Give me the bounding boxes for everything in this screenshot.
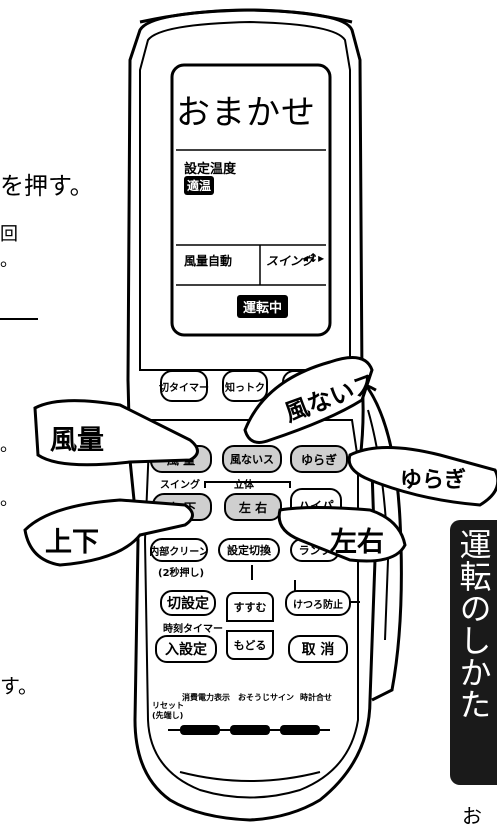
no-wind-button[interactable]: 風ないス [222, 445, 282, 473]
reset-sublabel: (先端し) [152, 711, 184, 720]
hand-yuragi-label: ゆらぎ [400, 468, 467, 493]
lcd-mode-text: おまかせ [176, 93, 316, 133]
inner-clean-note: (2秒押し) [158, 568, 205, 579]
power-display-label: 消費電力表示 [182, 693, 230, 702]
hand-leftright-label: 左右 [330, 527, 384, 558]
cleaning-sign-label: おそうじサイン [238, 693, 294, 702]
setting-switch-button[interactable]: 設定切換 [218, 538, 280, 562]
instruction-text-6: す。 [0, 674, 38, 698]
rittai-caption: 立体 [234, 480, 254, 491]
off-timer-button[interactable]: 切タイマー [159, 370, 209, 402]
instruction-text-3: 。 [0, 250, 18, 271]
timer-on-set-button[interactable]: 入設定 [155, 635, 217, 663]
timer-caption: 時刻タイマー [163, 624, 223, 635]
lcd-swing-label: スイング [266, 254, 315, 268]
instruction-text-2: 回 [0, 224, 18, 245]
susumu-button[interactable]: すすむ [226, 592, 274, 622]
chitekku-button[interactable]: 知っトク [222, 370, 268, 402]
lcd-set-temp-value: 適温 [184, 176, 215, 195]
swing-caption: スイング [160, 480, 200, 491]
divider-line [0, 318, 38, 320]
instruction-text-4: 。 [0, 435, 18, 456]
inner-clean-button[interactable]: 内部クリーン [149, 538, 209, 562]
condensation-prevent-button[interactable]: けつろ防止 [285, 590, 351, 616]
lcd-fan-label: 風量自動 [184, 254, 233, 268]
lcd-swing-arrows: ◂↕▸ [302, 251, 325, 265]
lcd-status: 運転中 [237, 295, 289, 318]
lcd-set-temp-label: 設定温度 [184, 162, 237, 177]
modoru-button[interactable]: もどる [226, 630, 274, 660]
bottom-corner-text: お [462, 804, 482, 828]
cancel-button[interactable]: 取 消 [288, 635, 348, 663]
swing-leftright-button[interactable]: 左 右 [224, 493, 282, 521]
timer-off-set-button[interactable]: 切設定 [160, 590, 216, 616]
yuragi-button[interactable]: ゆらぎ [290, 445, 348, 473]
hand-fan-label: 風量 [50, 425, 104, 456]
clock-set-label: 時計合せ [300, 693, 332, 702]
reset-label: リセット [152, 701, 184, 710]
instruction-text-5: 。 [0, 489, 18, 510]
hand-updown-label: 上下 [45, 527, 99, 558]
instruction-text-1: を押す。 [0, 172, 94, 200]
section-side-tab: 運転のしかた [450, 520, 497, 785]
